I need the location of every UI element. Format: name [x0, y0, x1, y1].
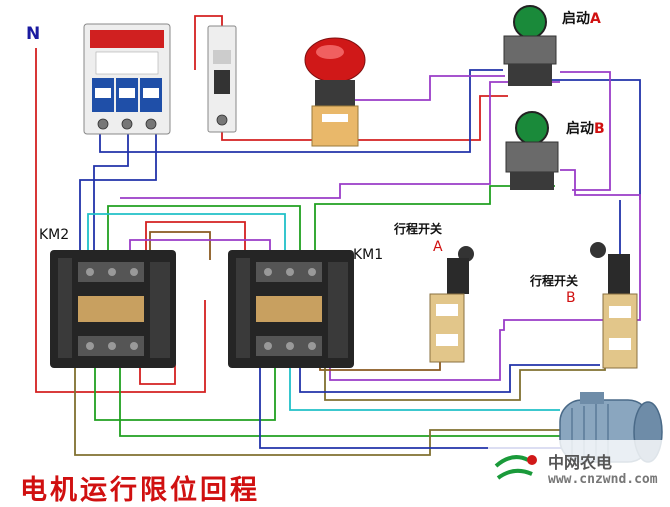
wire-purple-3: [560, 71, 611, 191]
start-a-letter: A: [590, 11, 601, 27]
km2-label: KM2: [39, 227, 70, 243]
wire-cyan-1: [87, 213, 286, 258]
contactor-km2: [50, 250, 176, 368]
wire-blue-3: [79, 132, 157, 258]
watermark-logo-icon: [494, 455, 537, 480]
neutral-label: N: [26, 24, 41, 44]
single-breaker: [207, 25, 237, 133]
wire-purple-5: [329, 319, 605, 381]
start-a-text: 启动: [562, 11, 590, 27]
wire-red-km: [139, 360, 176, 385]
wire-blue-limit: [299, 360, 600, 393]
start-b-letter: B: [594, 121, 605, 137]
limit-switch-a: [429, 246, 474, 363]
wire-green-3: [119, 360, 560, 437]
start-b-label: 启动B: [566, 118, 605, 138]
limit-a-letter: A: [433, 239, 443, 255]
wire-purple-2: [120, 81, 560, 199]
start-button-a: [503, 5, 557, 86]
wire-red-top: [194, 15, 223, 70]
wire-cyan-2: [289, 360, 560, 411]
start-a-label: 启动A: [562, 8, 601, 28]
wire-red-stop: [352, 95, 508, 141]
start-b-text: 启动: [566, 121, 594, 137]
wire-blue-2: [93, 132, 129, 258]
limit-b-letter: B: [566, 290, 576, 306]
limit-switch-b: [590, 242, 638, 369]
limit-a-label: 行程开关: [394, 222, 443, 236]
main-breaker: [83, 23, 171, 135]
wire-blue-km1: [259, 360, 606, 449]
stop-button: [304, 37, 366, 147]
wire-blue-1: [99, 69, 503, 153]
watermark-url: www.cnzwnd.com: [548, 472, 658, 487]
wire-red-br2: [221, 132, 318, 141]
wire-olive-1: [74, 360, 560, 456]
wire-green-4: [94, 360, 276, 421]
start-button-b: [505, 111, 559, 190]
km1-label: KM1: [353, 247, 384, 263]
diagram-title: 电机运行限位回程: [20, 475, 260, 506]
wire-green-1: [107, 205, 301, 258]
wires: [35, 15, 641, 456]
limit-b-label: 行程开关: [530, 274, 579, 288]
wire-purple-1: [352, 75, 505, 101]
wire-brown-1: [149, 231, 211, 260]
watermark-site-name: 中网农电: [548, 453, 613, 472]
contactor-km1: [228, 250, 354, 368]
